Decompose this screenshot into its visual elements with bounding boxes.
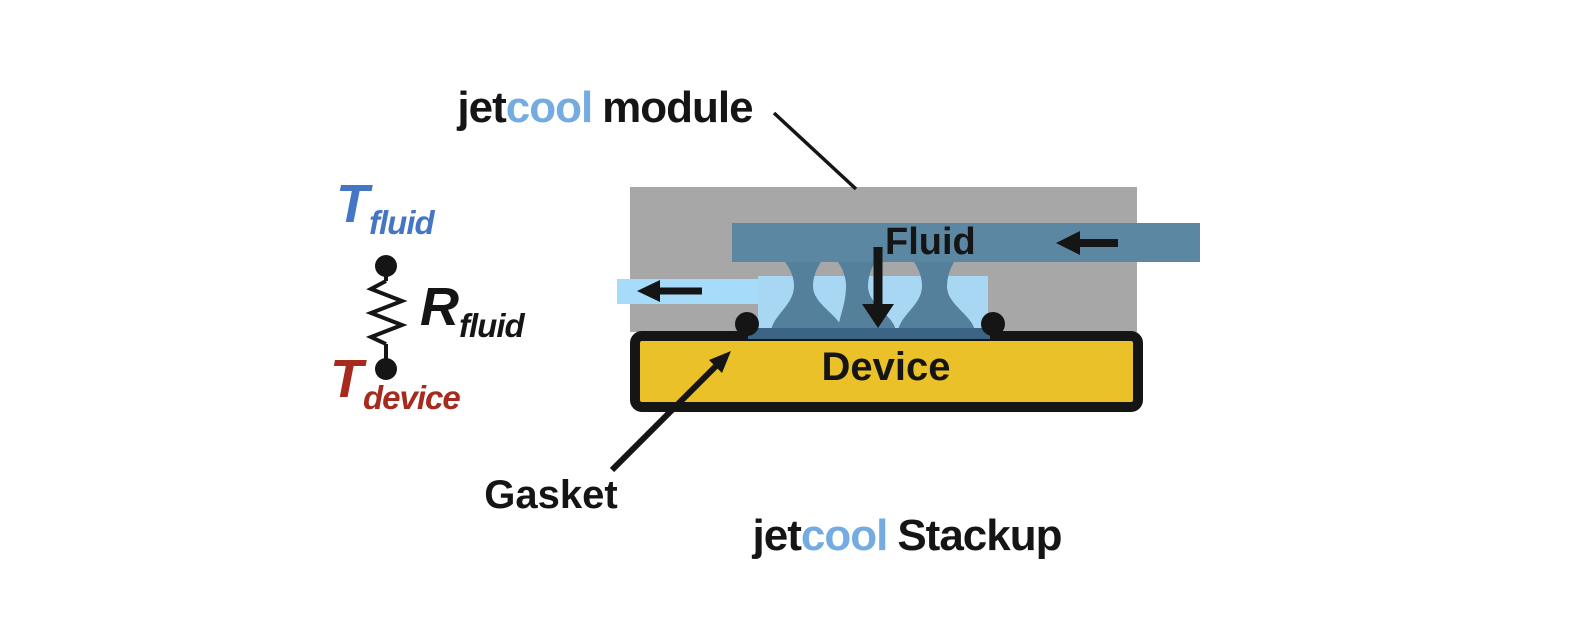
gasket-label: Gasket	[484, 473, 618, 517]
t-fluid-subscript: fluid	[369, 204, 435, 241]
module-leader-line	[772, 111, 858, 191]
caption-suffix: Stackup	[897, 511, 1062, 560]
gasket-pointer-arrow	[609, 351, 731, 473]
caption-brand-cool: cool	[800, 511, 888, 560]
r-fluid-symbol: R	[420, 277, 459, 337]
r-fluid-subscript: fluid	[459, 307, 525, 344]
jet-flow-arrow	[862, 247, 894, 328]
fluid-inlet-channel	[732, 223, 1200, 262]
jet-nozzle-right	[898, 262, 975, 333]
circuit-node-dot-bottom	[375, 358, 397, 380]
brand-cool: cool	[505, 83, 593, 132]
gasket-dot-right	[981, 312, 1005, 336]
t-fluid-label: Tfluid	[336, 174, 435, 241]
t-device-subscript: device	[363, 379, 461, 416]
gasket-dot-left	[735, 312, 759, 336]
inlet-flow-arrow	[1056, 231, 1118, 255]
t-device-symbol: T	[330, 349, 363, 409]
caption-brand-jet: jet	[752, 511, 802, 560]
fluid-label: Fluid	[885, 221, 976, 263]
jet-nozzle-left	[771, 262, 843, 333]
r-fluid-label: Rfluid	[420, 277, 525, 344]
title-suffix: module	[602, 83, 753, 132]
device-label: Device	[821, 345, 951, 389]
device-interface-layer	[748, 328, 990, 339]
t-fluid-symbol: T	[336, 174, 369, 234]
outlet-flow-arrow	[637, 280, 702, 302]
brand-jet: jet	[457, 83, 506, 132]
circuit-node-dot-top	[375, 255, 397, 277]
t-device-label: Tdevice	[330, 349, 461, 416]
